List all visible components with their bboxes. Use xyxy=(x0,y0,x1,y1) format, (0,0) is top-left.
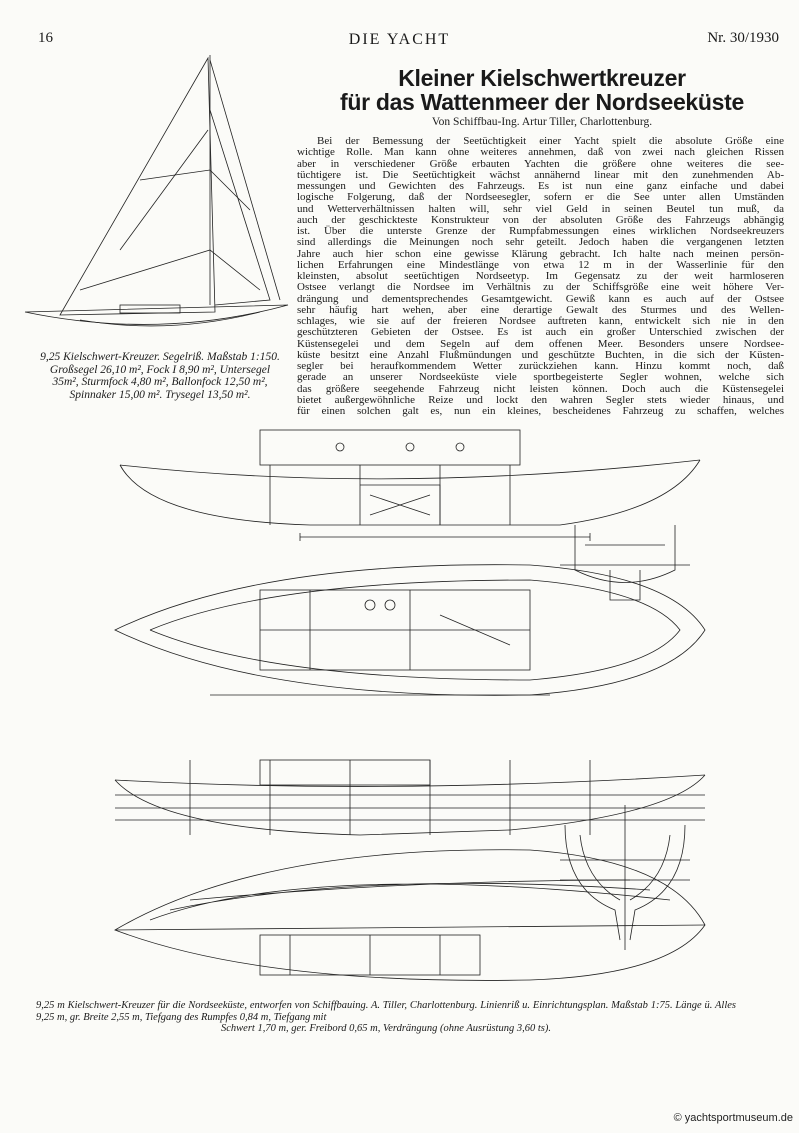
body-text-line: messungen und Gewichten des Fahrzeugs. E… xyxy=(297,180,784,192)
body-text-line: sehr häufig hart wehen, aber eine derart… xyxy=(297,303,784,316)
deck-plan-drawing xyxy=(114,564,706,696)
body-text-line: logische Folgerung, daß der Nordseesegle… xyxy=(297,191,784,204)
body-text-line: das größere seegehende Fahrzeug nicht le… xyxy=(297,382,784,395)
body-text-line: segler bei heraufkommendem Wetter zurück… xyxy=(297,360,784,372)
watermark: © yachtsportmuseum.de xyxy=(673,1112,793,1124)
body-plan-drawing xyxy=(560,805,690,950)
body-text-line: und Wetterverhältnissen halten will, seh… xyxy=(297,202,784,215)
plans-caption: 9,25 m Kielschwert-Kreuzer für die Nords… xyxy=(36,1000,736,1035)
body-text-line: küste besitzt eine Anzahl Flußmündungen … xyxy=(297,348,784,361)
body-text-line: gerade an unserer Nordseeküste viele spo… xyxy=(297,371,784,384)
body-text-line: für einen solchen galt es, nun ein klein… xyxy=(297,405,784,417)
half-breadth-plan-drawing xyxy=(114,849,706,981)
body-text-line: drängung und dementsprechendes Gesamtgew… xyxy=(297,292,784,305)
body-text-line: schlages, wie sie auf der freieren Nords… xyxy=(297,315,784,327)
body-text-line: geschützteren Gebieten der Ostsee. Es is… xyxy=(297,326,784,339)
body-text-line: sind allerdings die Meinungen noch sehr … xyxy=(297,236,784,249)
article-title: Kleiner Kielschwertkreuzer xyxy=(398,65,686,91)
body-text-line: auch der geschickteste Konstrukteur von … xyxy=(297,213,784,226)
article-body: Bei der Bemessung der Seetüchtigkeit ein… xyxy=(297,135,784,417)
body-text-line: tüchtigere ist. Die Seetüchtigkeit wächs… xyxy=(297,168,784,181)
masthead: DIE YACHT xyxy=(348,31,451,48)
page-number: 16 xyxy=(38,30,53,46)
body-text-line: bietet außergewöhnliche Reize und lockt … xyxy=(297,393,784,406)
body-text-line: Ostsee verlangt die Nordsee im Verhältni… xyxy=(297,281,784,294)
body-text-line: kleinsten, absolut seetüchtigen Nordseet… xyxy=(297,270,784,282)
profile-section-drawing xyxy=(119,429,701,541)
body-text-line: lichen Erfahrungen eine Mindestlänge von… xyxy=(297,258,784,271)
body-text-line: wichtige Rolle. Man kann ohne weiteres a… xyxy=(297,146,784,159)
sail-plan-caption: 9,25 Kielschwert-Kreuzer. Segelriß. Maßs… xyxy=(40,351,280,401)
plans-caption-main: 9,25 m Kielschwert-Kreuzer für die Nords… xyxy=(36,1000,736,1023)
body-text-line: Bei der Bemessung der Seetüchtigkeit ein… xyxy=(317,135,784,147)
issue-number: Nr. 30/1930 xyxy=(707,30,779,46)
body-text-line: Küstensegelei und dem Segeln auf dem off… xyxy=(297,337,784,350)
body-text-line: aber in verschiedener Größe erbauten Yac… xyxy=(297,157,784,170)
lines-profile-drawing xyxy=(114,759,706,836)
body-text-line: Jahre auch hier schon eine gewisse Kläru… xyxy=(297,247,784,260)
plans-caption-last: Schwert 1,70 m, ger. Freibord 0,65 m, Ve… xyxy=(221,1023,551,1034)
article-subtitle: für das Wattenmeer der Nordseeküste xyxy=(339,89,745,115)
body-text-line: ist. Über die unterste Grenze der Rumpfa… xyxy=(297,225,784,237)
byline: Von Schiffbau-Ing. Artur Tiller, Charlot… xyxy=(431,116,653,128)
sail-plan-drawing xyxy=(24,55,289,327)
